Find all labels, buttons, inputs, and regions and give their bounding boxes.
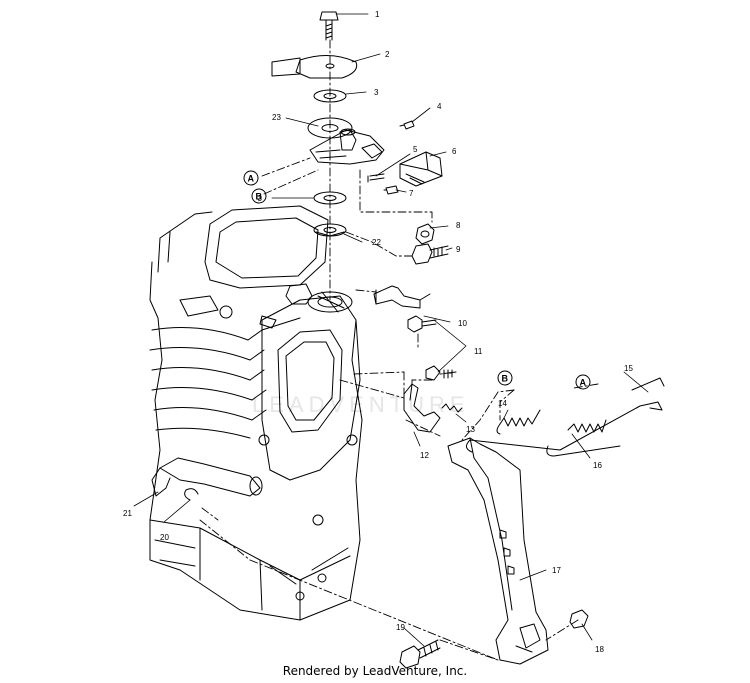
control-parts bbox=[271, 11, 665, 669]
callout-10: 10 bbox=[458, 319, 467, 328]
callout-2: 2 bbox=[385, 50, 390, 59]
callout-B-right: B bbox=[502, 374, 509, 384]
callout-3-top: 3 bbox=[374, 88, 379, 97]
callout-A-right: A bbox=[580, 378, 587, 388]
callout-3-lower: 3 bbox=[258, 194, 263, 203]
callout-14: 14 bbox=[498, 399, 507, 408]
callout-4: 4 bbox=[437, 102, 442, 111]
callout-20: 20 bbox=[160, 533, 169, 542]
callout-23: 23 bbox=[272, 113, 281, 122]
callout-1: 1 bbox=[375, 10, 380, 19]
callout-13: 13 bbox=[466, 425, 475, 434]
leader-lines bbox=[133, 13, 649, 647]
callout-labels: 1 2 3 23 4 5 6 7 A B 3 22 8 9 10 11 B A … bbox=[123, 10, 633, 654]
assembly-lines bbox=[199, 39, 599, 661]
rendered-by-footer: Rendered by LeadVenture, Inc. bbox=[282, 664, 468, 678]
engine-block bbox=[149, 205, 363, 621]
callout-15: 15 bbox=[624, 364, 633, 373]
callout-B-left: B bbox=[256, 192, 263, 202]
callout-12: 12 bbox=[420, 451, 429, 460]
callout-21: 21 bbox=[123, 509, 132, 518]
callout-16: 16 bbox=[593, 461, 602, 470]
callout-8: 8 bbox=[456, 221, 461, 230]
callout-9: 9 bbox=[456, 245, 461, 254]
callout-5: 5 bbox=[413, 145, 418, 154]
callout-18: 18 bbox=[595, 645, 604, 654]
callout-17: 17 bbox=[552, 566, 561, 575]
callout-22: 22 bbox=[372, 238, 381, 247]
callout-7: 7 bbox=[409, 189, 414, 198]
callout-11: 11 bbox=[474, 347, 483, 356]
callout-A-left: A bbox=[248, 174, 255, 184]
callout-6: 6 bbox=[452, 147, 457, 156]
circled-letters bbox=[243, 170, 591, 390]
callout-19: 19 bbox=[396, 623, 405, 632]
